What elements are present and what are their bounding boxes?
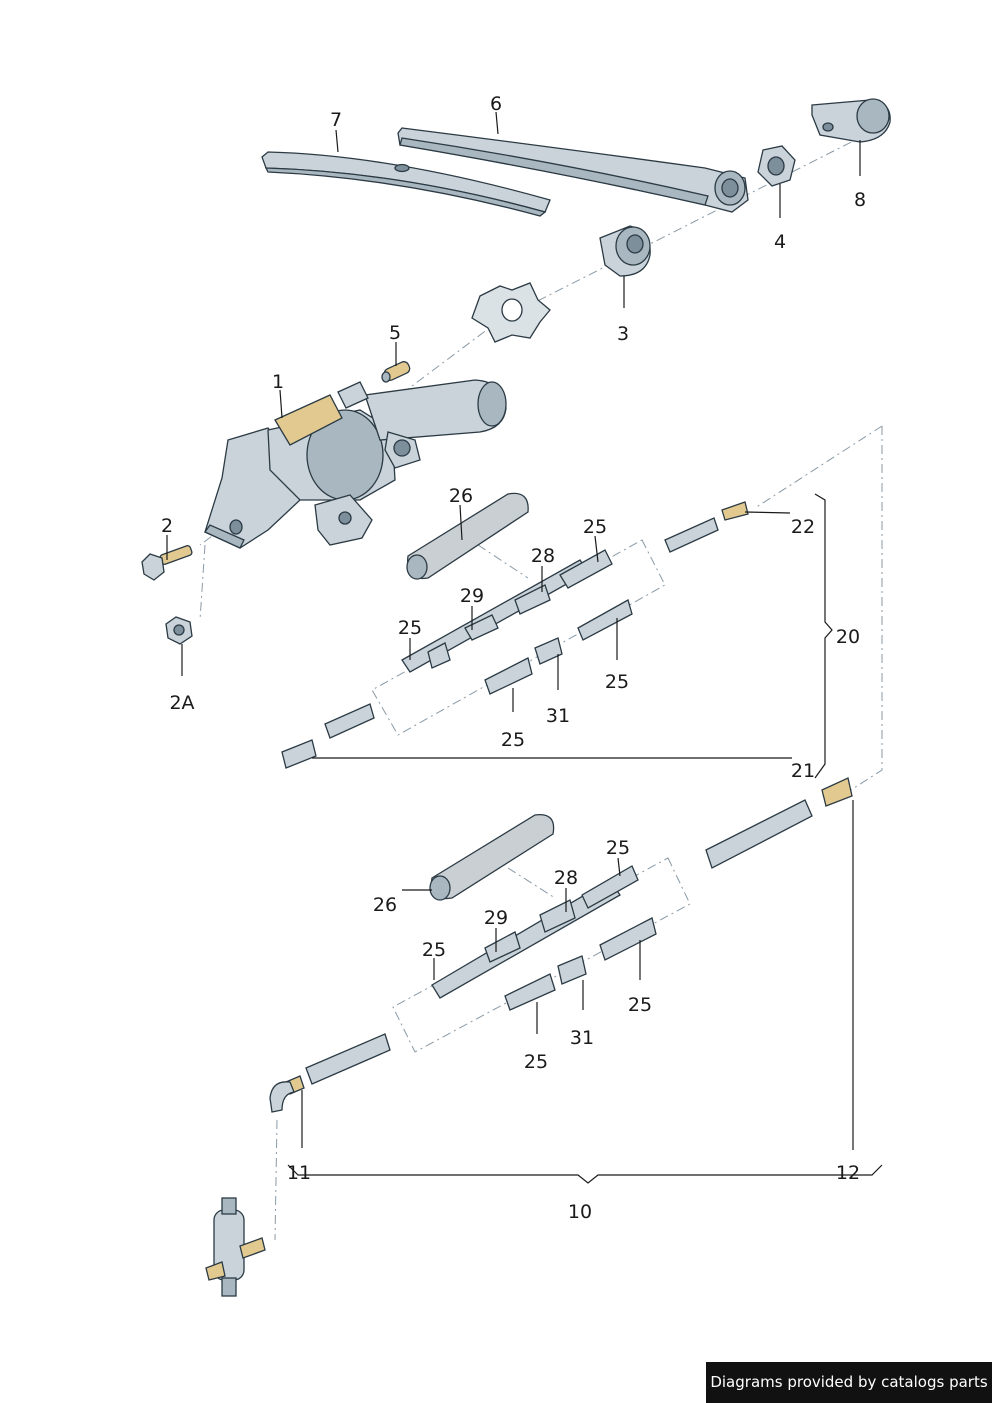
wiper-blade	[261, 151, 551, 217]
nut-2a	[165, 616, 193, 645]
label-2: 2	[161, 515, 173, 537]
label-25-lower-a: 25	[606, 837, 630, 859]
label-4: 4	[774, 231, 786, 253]
part-labels: 7 6 8 4 3 5 1 2 2A 26 25 28 29 25 25 31 …	[161, 93, 866, 1223]
label-7: 7	[330, 109, 342, 131]
label-25-upper-b: 25	[398, 617, 422, 639]
label-21: 21	[791, 760, 815, 782]
bushing-3	[599, 225, 651, 277]
label-1: 1	[272, 371, 284, 393]
label-2a: 2A	[169, 692, 194, 714]
label-31-upper: 31	[546, 705, 570, 727]
label-26-upper: 26	[449, 485, 473, 507]
label-20: 20	[836, 626, 860, 648]
nut-4	[757, 145, 796, 187]
stud-5	[381, 361, 411, 383]
wiper-cap	[811, 98, 891, 143]
wiper-motor	[204, 379, 507, 549]
label-12: 12	[836, 1162, 860, 1184]
label-22: 22	[791, 516, 815, 538]
label-25-lower-d: 25	[524, 1051, 548, 1073]
label-11: 11	[287, 1162, 311, 1184]
label-28-lower: 28	[554, 867, 578, 889]
label-25-lower-c: 25	[628, 994, 652, 1016]
label-6: 6	[490, 93, 502, 115]
non-return-valve	[205, 1197, 266, 1297]
leader-lines	[166, 111, 883, 1184]
label-28-upper: 28	[531, 545, 555, 567]
wiper-arm	[397, 127, 749, 213]
label-31-lower: 31	[570, 1027, 594, 1049]
label-25-upper-d: 25	[501, 729, 525, 751]
seal-ring	[471, 282, 551, 343]
label-25-upper-c: 25	[605, 671, 629, 693]
label-8: 8	[854, 189, 866, 211]
label-29-upper: 29	[460, 585, 484, 607]
label-10: 10	[568, 1201, 592, 1223]
footer-credit: Diagrams provided by catalogs parts	[706, 1362, 992, 1403]
bolt-2	[141, 545, 193, 581]
label-5: 5	[389, 322, 401, 344]
hose-set-lower	[269, 777, 853, 1113]
label-3: 3	[617, 323, 629, 345]
label-26-lower: 26	[373, 894, 397, 916]
label-29-lower: 29	[484, 907, 508, 929]
label-25-upper-a: 25	[583, 516, 607, 538]
label-25-lower-b: 25	[422, 939, 446, 961]
